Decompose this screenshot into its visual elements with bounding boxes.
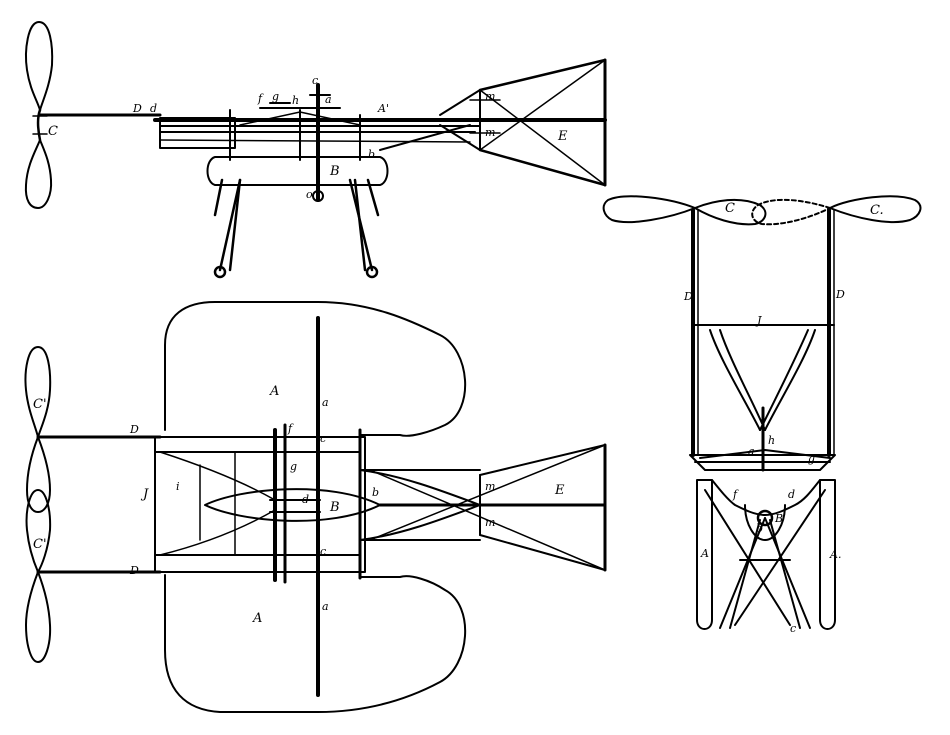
side-label-B: B: [329, 164, 340, 179]
plan-tail: [359, 443, 607, 572]
side-label-m-lower: m: [485, 126, 495, 139]
plan-labels: C' C' D D J A A a a c c d B i f g b m m …: [33, 384, 565, 626]
plan-label-m-upper: m: [485, 480, 495, 493]
plan-label-i: i: [176, 480, 180, 493]
plan-label-A-lower: A: [252, 611, 262, 626]
side-label-A-prime: A': [377, 102, 389, 115]
plan-label-b: b: [372, 486, 379, 499]
plan-wing-upper: [164, 301, 466, 437]
plan-label-f: f: [287, 422, 294, 435]
side-label-h: h: [292, 94, 299, 107]
plan-label-c-upper: c: [320, 432, 326, 445]
plan-label-A-upper: A: [269, 384, 279, 399]
side-tail: [439, 58, 607, 187]
plan-wing-lower: [164, 574, 466, 713]
front-propellers: [602, 195, 922, 226]
plan-label-C-lower: C': [33, 537, 47, 552]
side-label-C: C: [48, 124, 58, 139]
side-mast: [309, 83, 331, 202]
front-label-c: c: [790, 622, 796, 635]
front-view: C C. D D J h a g f d B b A A. c: [602, 195, 922, 635]
plan-body: [204, 488, 381, 522]
plan-propellers: [24, 346, 52, 663]
front-bracing: [709, 329, 816, 472]
front-label-d: d: [788, 488, 795, 501]
side-label-f: f: [257, 92, 264, 105]
front-label-B: B: [774, 512, 783, 525]
side-legs: [213, 178, 380, 279]
front-label-f: f: [732, 488, 739, 501]
plan-label-D-lower: D: [129, 564, 139, 577]
side-label-m-upper: m: [485, 90, 495, 103]
front-label-C-left: C: [725, 201, 735, 216]
front-label-A-right: A.: [829, 548, 841, 561]
plan-label-D-upper: D: [129, 423, 139, 436]
front-label-D-left: D: [683, 290, 693, 303]
side-propeller: [24, 21, 54, 209]
front-labels: C C. D D J h a g f d B b A A. c: [683, 201, 884, 635]
plan-label-E: E: [554, 483, 565, 498]
side-labels: C D d f g h c a A' m m E B b o: [48, 74, 568, 201]
front-label-a: a: [748, 445, 755, 458]
plan-label-B: B: [329, 500, 340, 515]
side-label-D: D: [132, 102, 142, 115]
side-label-a: a: [325, 93, 332, 106]
front-label-g: g: [808, 452, 815, 465]
front-masts: [691, 208, 835, 457]
plan-label-J: J: [140, 487, 149, 502]
plan-label-a-upper: a: [322, 396, 329, 409]
front-body: [696, 479, 836, 630]
front-label-D-right: D: [835, 288, 845, 301]
front-legs: [704, 489, 826, 629]
side-label-c: c: [312, 74, 318, 87]
side-label-d: d: [150, 102, 157, 115]
plan-label-d: d: [302, 493, 309, 506]
plan-label-C-upper: C': [33, 397, 47, 412]
front-label-J: J: [755, 314, 762, 327]
plan-label-c-lower: c: [320, 545, 326, 558]
side-label-E: E: [557, 129, 568, 144]
plan-label-m-lower: m: [485, 516, 495, 529]
side-label-o: o: [306, 188, 313, 201]
front-label-b: b: [756, 522, 763, 535]
plan-label-g: g: [290, 460, 297, 473]
front-label-h: h: [768, 434, 775, 447]
plan-view: C' C' D D J A A a a c c d B i f g b m m …: [24, 301, 607, 713]
side-view: C D d f g h c a A' m m E B b o: [24, 21, 607, 279]
side-label-b: b: [368, 148, 375, 161]
side-label-g: g: [272, 90, 279, 103]
front-crossframe: [689, 449, 836, 471]
side-body: [206, 156, 389, 186]
front-label-A-left: A: [700, 547, 709, 560]
front-label-C-right: C.: [870, 203, 884, 218]
plan-label-a-lower: a: [322, 600, 329, 613]
plan-frame: [154, 423, 366, 584]
